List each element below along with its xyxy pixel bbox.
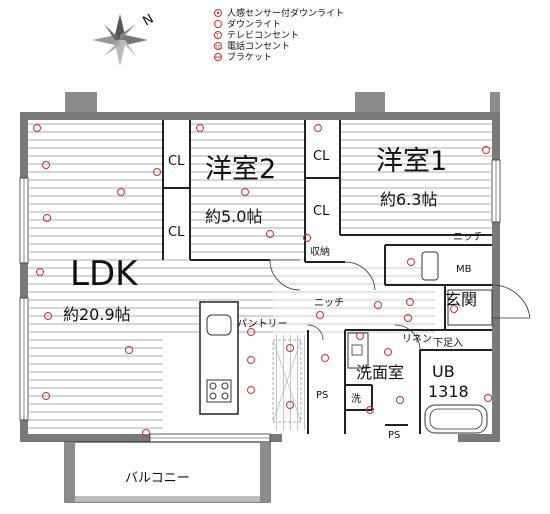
legend-item: ブラケット	[214, 51, 272, 63]
balcony	[64, 441, 271, 503]
downlight-icon	[303, 234, 311, 242]
linen-label: リネン	[402, 333, 432, 345]
closet-label: CL	[313, 204, 330, 219]
downlight-icon	[406, 298, 414, 306]
phone-outlet-icon	[214, 42, 222, 50]
shoebox-label: 下足入	[433, 337, 463, 349]
downlight-icon	[484, 394, 492, 402]
downlight-icon	[153, 168, 161, 176]
downlight-icon	[286, 344, 294, 352]
doors	[269, 259, 531, 351]
sink-icon	[206, 314, 232, 336]
washer-label: 洗	[351, 393, 361, 405]
downlight-icon	[314, 124, 322, 132]
legend-item: TEL 電話コンセント	[214, 40, 290, 52]
compass-north-label: N	[141, 12, 157, 30]
lighting-symbols	[33, 124, 492, 437]
legend-label: 人感センサー付ダウンライト	[227, 7, 344, 19]
compass: N	[92, 12, 156, 66]
legend: 人感センサー付ダウンライト ダウンライト T テレビコンセント TEL 電話コン…	[214, 7, 344, 63]
downlight-icon	[316, 311, 324, 319]
mb-label: MB	[456, 264, 472, 275]
downlight-icon	[396, 396, 404, 404]
column	[490, 92, 500, 116]
legend-label: ダウンライト	[227, 18, 281, 30]
downlight-icon	[44, 312, 52, 320]
bathtub-icon	[424, 404, 488, 434]
downlight-icon	[42, 392, 50, 400]
room-ldk-area: 約20.9帖	[63, 305, 131, 324]
downlight-icon	[384, 348, 392, 356]
legend-label: 電話コンセント	[227, 40, 290, 52]
room-entrance-name: 玄関	[445, 290, 477, 309]
downlight-icon	[196, 124, 204, 132]
tv-outlet-icon	[214, 31, 222, 39]
niche-label: ニッチ	[314, 297, 344, 309]
bracket-light-icon	[214, 53, 222, 61]
room-ub-size: 1318	[428, 382, 469, 401]
shoe-cabinet	[447, 289, 493, 326]
downlight-icon	[356, 332, 364, 340]
downlight-icon	[247, 328, 255, 336]
kitchen-counter	[199, 301, 239, 415]
room-western1-area: 約6.3帖	[380, 190, 437, 209]
legend-item: 人感センサー付ダウンライト	[214, 7, 344, 19]
closet-label: CL	[168, 225, 185, 240]
closet-label: CL	[313, 149, 330, 164]
room-western1-name: 洋室1	[376, 146, 447, 177]
niche-label: ニッチ	[453, 231, 483, 243]
room-ub-name: UB	[432, 362, 455, 381]
downlight-icon	[321, 354, 329, 362]
downlight-icon	[286, 401, 294, 409]
storage-label: 収納	[310, 245, 330, 258]
room-balcony-name: バルコニー	[125, 471, 190, 486]
svg-text:TEL: TEL	[215, 45, 224, 50]
downlight-icon	[125, 346, 133, 354]
legend-label: ブラケット	[227, 51, 272, 63]
room-western2-name: 洋室2	[205, 154, 276, 185]
svg-text:T: T	[215, 34, 220, 40]
sensor-downlight-icon	[214, 9, 222, 17]
downlight-icon	[374, 301, 382, 309]
legend-item: T テレビコンセント	[214, 30, 299, 41]
downlight-icon	[366, 406, 374, 414]
legend-label: テレビコンセント	[227, 30, 299, 41]
downlight-icon	[450, 305, 458, 313]
downlight-icon	[247, 356, 255, 364]
downlight-icon	[266, 230, 274, 238]
ps-label: PS	[388, 430, 400, 441]
downlight-icon	[33, 124, 41, 132]
sink-icon	[421, 251, 439, 281]
downlight-icon	[36, 268, 44, 276]
downlight-icon	[43, 214, 51, 222]
room-western2-area: 約5.0帖	[205, 207, 262, 226]
room-washroom-name: 洗面室	[356, 363, 404, 382]
downlight-icon	[117, 188, 125, 196]
downlight-icon	[404, 314, 412, 322]
downlight-icon	[407, 258, 415, 266]
downlight-icon	[247, 386, 255, 394]
stove-icon	[206, 379, 232, 403]
downlight-icon	[482, 146, 490, 154]
pantry-label: パントリー	[237, 318, 288, 330]
closet-label: CL	[168, 154, 185, 169]
downlight-icon	[142, 429, 150, 437]
downlight-icon	[214, 20, 222, 28]
ldk-floor	[28, 120, 163, 434]
western1-floor	[340, 120, 492, 235]
room-ldk-name: LDK	[70, 254, 139, 294]
downlight-icon	[42, 161, 50, 169]
ps-label: PS	[316, 390, 328, 401]
legend-item: ダウンライト	[214, 18, 281, 30]
interior-walls	[162, 120, 492, 434]
downlight-icon	[241, 188, 249, 196]
